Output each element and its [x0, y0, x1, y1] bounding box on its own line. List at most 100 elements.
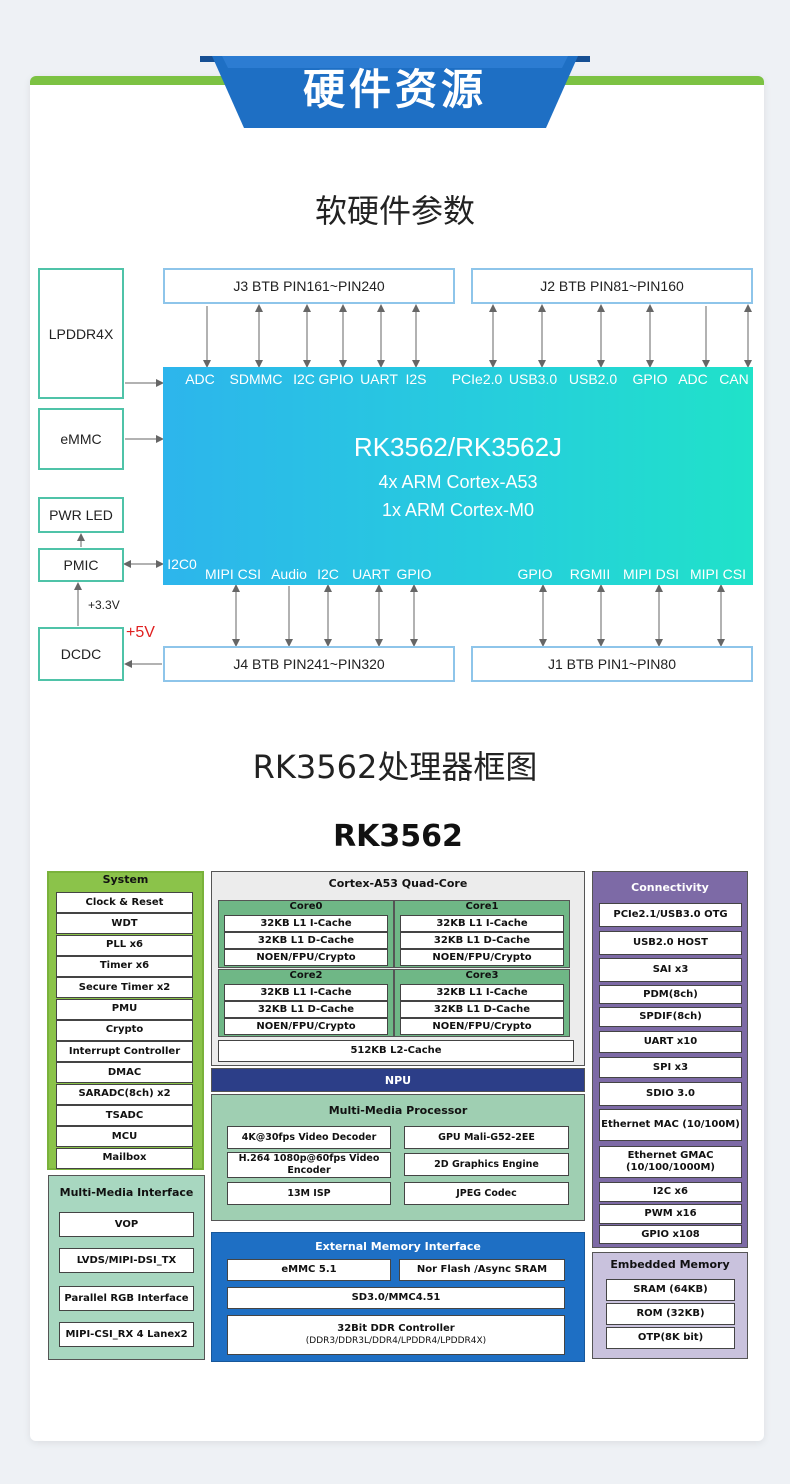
connectivity-item: SPDIF(8ch): [599, 1007, 742, 1027]
chip-bottom-pin-label: MIPI DSI: [622, 566, 680, 582]
system-item: Timer x6: [56, 955, 193, 977]
system-item: Secure Timer x2: [56, 977, 193, 999]
connectivity-item: UART x10: [599, 1031, 742, 1053]
mmp-item: 13M ISP: [227, 1182, 391, 1205]
chip-bottom-pin-label: GPIO: [396, 566, 432, 582]
soc-cpu1: 4x ARM Cortex-A53: [378, 472, 538, 492]
j4-connector: J4 BTB PIN241~PIN320: [163, 646, 455, 682]
mmi-item: Parallel RGB Interface: [59, 1286, 194, 1311]
mmp-item: 4K@30fps Video Decoder: [227, 1126, 391, 1149]
chip-top-pin-label: I2S: [405, 371, 427, 387]
chip-bottom-pin-label: I2C0: [167, 556, 197, 572]
mmp-item: GPU Mali-G52-2EE: [404, 1126, 569, 1149]
core-name: Core3: [465, 970, 499, 981]
system-item: MCU: [56, 1126, 193, 1148]
soc-chip: [163, 367, 753, 585]
emi-nor: Nor Flash /Async SRAM: [399, 1259, 565, 1281]
chip-top-pin-label: ADC: [185, 371, 215, 387]
chip-top-pin-label: GPIO: [632, 371, 668, 387]
system-item: Clock & Reset: [56, 892, 193, 913]
connectivity-item: Ethernet GMAC (10/100/1000M): [599, 1146, 742, 1178]
emi-sd: SD3.0/MMC4.51: [227, 1287, 565, 1309]
j3-connector: J3 BTB PIN161~PIN240: [163, 268, 455, 304]
core-name: Core2: [289, 970, 323, 981]
chip-top-pin-label: I2C: [293, 371, 315, 387]
core-cache-item: 32KB L1 D-Cache: [224, 1001, 388, 1018]
chip-top-pin-label: ADC: [678, 371, 708, 387]
connectivity-item: Ethernet MAC (10/100M): [599, 1109, 742, 1141]
core-name: Core0: [289, 901, 323, 912]
npu-block: NPU: [211, 1068, 585, 1092]
chip-bottom-pin-label: MIPI CSI: [204, 566, 262, 582]
system-item: DMAC: [56, 1062, 193, 1084]
mmi-item: VOP: [59, 1212, 194, 1237]
chip-bottom-pin-label: GPIO: [517, 566, 553, 582]
v33-label: +3.3V: [88, 598, 120, 612]
core-name: Core1: [465, 901, 499, 912]
core-cache-item: NOEN/FPU/Crypto: [400, 949, 564, 966]
emmc-box: eMMC: [38, 408, 124, 470]
system-item: Mailbox: [56, 1147, 193, 1169]
system-title: System: [102, 873, 149, 886]
page-title: 硬件资源: [302, 65, 487, 114]
pwr-led-box: PWR LED: [38, 497, 124, 533]
core-cache-item: NOEN/FPU/Crypto: [400, 1018, 564, 1035]
core-cache-item: 32KB L1 I-Cache: [400, 984, 564, 1001]
hw-section-title: 软硬件参数: [314, 192, 475, 230]
chip-bottom-pin-label: Audio: [271, 566, 307, 582]
system-item: PMU: [56, 998, 193, 1020]
pmic-box: PMIC: [38, 548, 124, 582]
v5-label: +5V: [126, 624, 155, 641]
chip-top-pin-label: CAN: [719, 371, 749, 387]
core-cache-item: 32KB L1 D-Cache: [400, 932, 564, 949]
soc-name: RK3562/RK3562J: [353, 432, 563, 462]
block-section-title: RK3562处理器框图: [252, 748, 538, 786]
system-item: Crypto: [56, 1019, 193, 1041]
mmp-item: 2D Graphics Engine: [404, 1153, 569, 1176]
core-cache-item: 32KB L1 D-Cache: [400, 1001, 564, 1018]
chip-bottom-pin-label: MIPI CSI: [689, 566, 747, 582]
emem-item: OTP(8K bit): [606, 1327, 735, 1349]
emem-item: ROM (32KB): [606, 1303, 735, 1325]
connectivity-item: GPIO x108: [599, 1225, 742, 1244]
emi-emmc: eMMC 5.1: [227, 1259, 391, 1281]
core-cache-item: 32KB L1 I-Cache: [224, 915, 388, 932]
emi-ddr-title: 32Bit DDR Controller: [337, 1323, 455, 1334]
connectivity-item: USB2.0 HOST: [599, 931, 742, 955]
core-cache-item: 32KB L1 I-Cache: [224, 984, 388, 1001]
mmi-item: MIPI-CSI_RX 4 Lanex2: [59, 1322, 194, 1347]
connectivity-item: SAI x3: [599, 958, 742, 982]
connectivity-title: Connectivity: [631, 881, 709, 894]
connectivity-item: SPI x3: [599, 1057, 742, 1078]
j2-connector: J2 BTB PIN81~PIN160: [471, 268, 753, 304]
core-cache-item: 32KB L1 D-Cache: [224, 932, 388, 949]
core-cache-item: NOEN/FPU/Crypto: [224, 949, 388, 966]
chip-top-pin-label: USB2.0: [568, 371, 618, 387]
connectivity-item: PDM(8ch): [599, 985, 742, 1004]
chip-bottom-pin-label: RGMII: [569, 566, 611, 582]
system-item: WDT: [56, 913, 193, 935]
emem-item: SRAM (64KB): [606, 1279, 735, 1301]
chip-top-pin-label: UART: [360, 371, 398, 387]
soc-cpu2: 1x ARM Cortex-M0: [381, 500, 535, 520]
dcdc-box: DCDC: [38, 627, 124, 681]
chip-bottom-pin-label: UART: [352, 566, 390, 582]
connectivity-item: SDIO 3.0: [599, 1082, 742, 1106]
system-item: Interrupt Controller: [56, 1041, 193, 1063]
mmp-item: H.264 1080p@60fps Video Encoder: [227, 1152, 391, 1178]
system-item: SARADC(8ch) x2: [56, 1083, 193, 1105]
mmi-title: Multi-Media Interface: [59, 1186, 194, 1199]
chip-top-pin-label: SDMMC: [229, 371, 283, 387]
mmp-item: JPEG Codec: [404, 1182, 569, 1205]
mmp-title: Multi-Media Processor: [328, 1104, 468, 1117]
mmi-item: LVDS/MIPI-DSI_TX: [59, 1248, 194, 1273]
connectivity-item: I2C x6: [599, 1182, 742, 1202]
emi-ddr-types: (DDR3/DDR3L/DDR4/LPDDR4/LPDDR4X): [305, 1336, 487, 1346]
cpu-title: Cortex-A53 Quad-Core: [328, 877, 468, 890]
emi-ddr: 32Bit DDR Controller (DDR3/DDR3L/DDR4/LP…: [227, 1315, 565, 1355]
system-item: TSADC: [56, 1105, 193, 1126]
l2-cache: 512KB L2-Cache: [218, 1040, 574, 1062]
chip-top-pin-label: USB3.0: [508, 371, 558, 387]
